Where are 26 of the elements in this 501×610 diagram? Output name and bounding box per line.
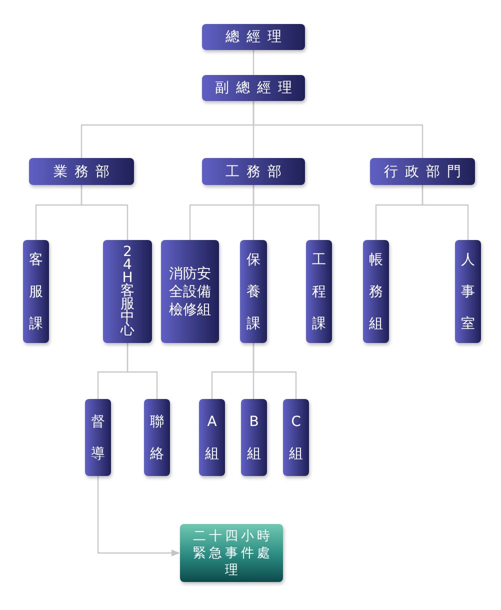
org-box: 消防安全設備檢修組: [161, 240, 219, 343]
org-box: 工程課: [306, 240, 332, 343]
org-box: A組: [199, 399, 225, 476]
org-box: 業務部: [29, 158, 134, 185]
org-box: C組: [283, 399, 309, 476]
org-box: 二十四小時緊急事件處理: [180, 524, 283, 582]
connector-line: [252, 50, 254, 75]
org-box: 保養課: [240, 240, 267, 343]
org-box: B組: [241, 399, 267, 476]
connector-line: [252, 343, 297, 399]
org-box: 副總經理: [202, 75, 305, 101]
org-box: 人事室: [455, 240, 481, 343]
connector-line: [252, 185, 320, 240]
connector-line: [80, 185, 128, 240]
arrow: [97, 476, 180, 556]
org-box: 督導: [85, 399, 111, 476]
org-box: 客服課: [23, 240, 49, 343]
org-box: 聯絡: [144, 399, 170, 476]
org-box: 24H客服中心: [103, 240, 152, 343]
org-box: 工務部: [202, 158, 305, 185]
connector-line: [252, 101, 424, 158]
org-box: 行政部門: [370, 158, 475, 185]
org-box: 總經理: [202, 24, 305, 50]
org-box: 帳務組: [363, 240, 389, 343]
connector-line: [126, 343, 158, 399]
connector-line: [422, 185, 469, 240]
